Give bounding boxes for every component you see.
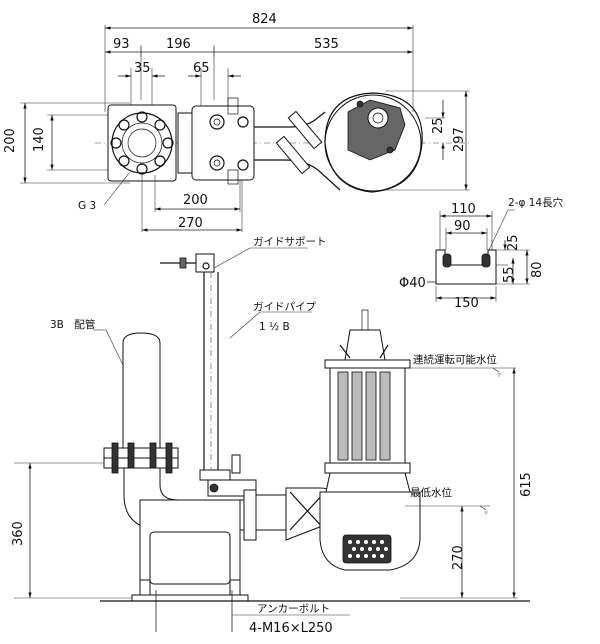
- dim-93: 93: [113, 37, 130, 52]
- coupling-plate: [177, 112, 193, 174]
- discharge-pipe-3b: [122, 332, 161, 449]
- pump-body: [319, 309, 421, 571]
- label-continuous-level: 連続運転可能水位: [413, 353, 497, 366]
- side-view: ガイドサポート ガイドパイプ 1 ½ B 3B 配管: [11, 236, 534, 636]
- dim-110: 110: [451, 202, 476, 217]
- strainer-holes: [342, 534, 392, 564]
- dim-615: 615: [519, 472, 534, 497]
- coupling-flange: [243, 489, 257, 541]
- dim-270-side: 270: [451, 545, 466, 570]
- dim-270: 270: [178, 216, 203, 231]
- label-lowest-level: 最低水位: [410, 486, 452, 499]
- foot-detail: 110 90 2-φ 14長穴 25 55 80 Φ40 150: [399, 196, 564, 311]
- label-hole: 2-φ 14長穴: [508, 196, 564, 209]
- discharge-flange: [107, 104, 177, 182]
- dim-90: 90: [454, 219, 471, 234]
- label-anchor-bolt: アンカーボルト: [257, 603, 330, 615]
- dim-25-top: 25: [431, 117, 446, 134]
- dim-25-foot: 25: [506, 234, 521, 251]
- dim-297: 297: [452, 127, 467, 152]
- label-guide-support: ガイドサポート: [253, 236, 327, 248]
- top-view: 824 93 196 535 35 65 200 140: [3, 12, 470, 232]
- pump-top: [324, 92, 423, 193]
- dim-200-left: 200: [3, 128, 18, 153]
- label-guide-pipe: ガイドパイプ: [253, 301, 316, 313]
- dim-196: 196: [166, 37, 191, 52]
- dim-360: 360: [11, 521, 26, 546]
- dim-200-bottom: 200: [183, 193, 208, 208]
- flange-bolts: [110, 111, 174, 175]
- label-pipe-3b: 3B 配管: [50, 318, 95, 331]
- dim-150: 150: [454, 296, 479, 311]
- dim-35: 35: [134, 61, 151, 76]
- dim-65: 65: [193, 61, 210, 76]
- label-g3: G 3: [78, 200, 96, 212]
- dim-55: 55: [502, 266, 517, 283]
- label-anchor-spec: 4-M16×L250: [249, 621, 333, 636]
- dim-535: 535: [314, 37, 339, 52]
- label-guide-pipe-size: 1 ½ B: [259, 321, 290, 333]
- dim-824: 824: [252, 12, 277, 27]
- dim-80: 80: [530, 261, 545, 278]
- dim-140: 140: [32, 127, 47, 152]
- dim-phi40: Φ40: [399, 276, 426, 291]
